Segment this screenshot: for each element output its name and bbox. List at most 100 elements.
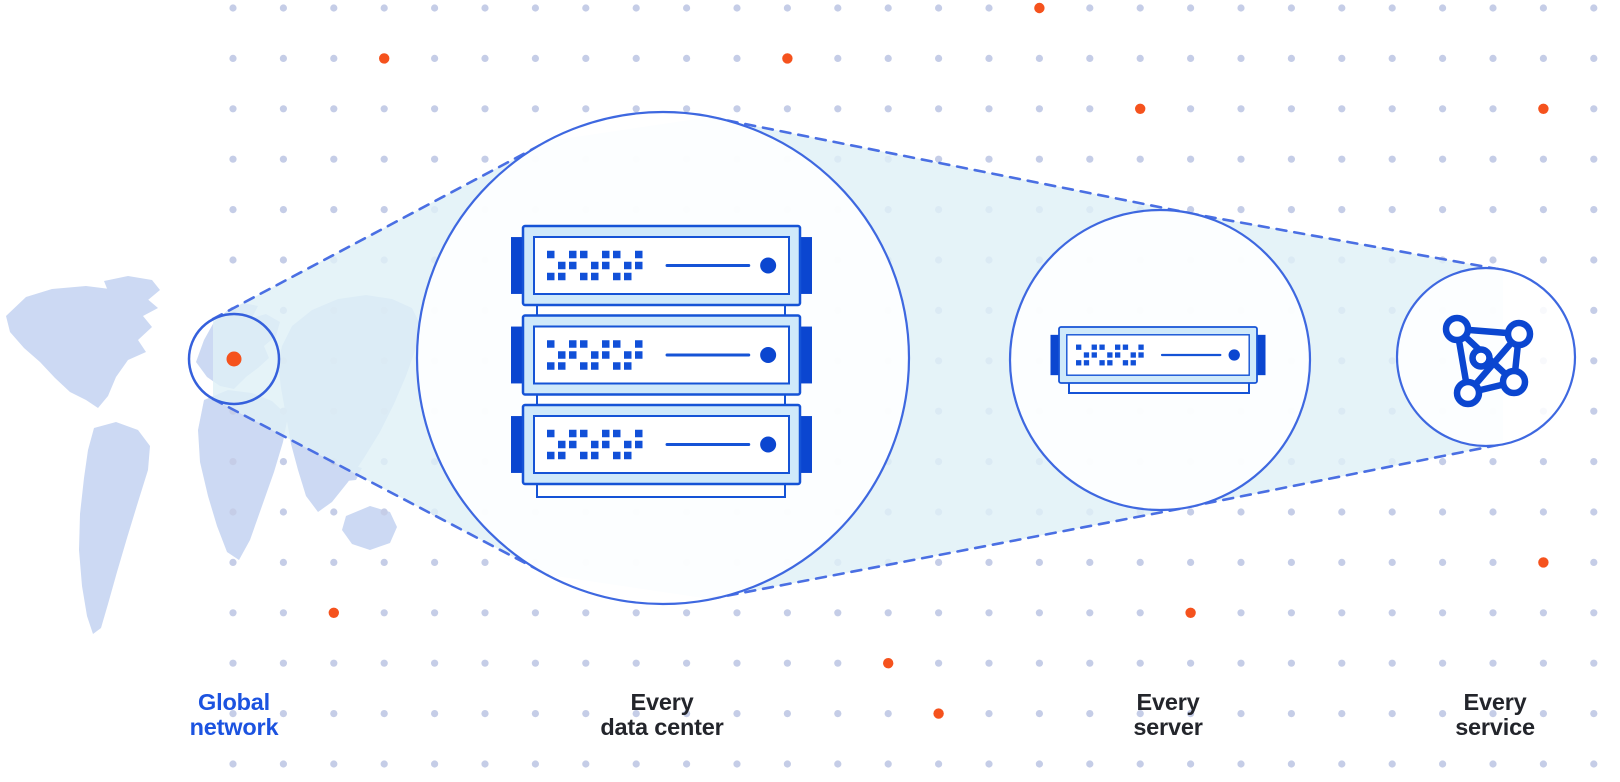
grid-dot	[1287, 105, 1295, 113]
label-global-network: Global network	[190, 690, 279, 740]
grid-dot	[1489, 609, 1497, 617]
server-rack-icon	[511, 224, 812, 498]
server-matrix-dot	[569, 440, 577, 449]
grid-dot	[380, 760, 388, 768]
grid-dot	[279, 458, 287, 466]
server-matrix-dot	[1083, 352, 1090, 358]
grid-dot	[1338, 155, 1346, 163]
grid-dot	[582, 710, 590, 718]
server-ear-right	[1256, 334, 1266, 376]
grid-dot	[1590, 256, 1598, 264]
grid-dot	[1035, 659, 1043, 667]
grid-dot	[1035, 710, 1043, 718]
grid-dot	[1388, 508, 1396, 516]
grid-dot	[1439, 54, 1447, 63]
grid-dot	[229, 508, 237, 516]
grid-dot	[1237, 155, 1245, 163]
grid-dot	[531, 609, 540, 617]
server-matrix-dot	[558, 451, 566, 460]
grid-dot	[1539, 760, 1547, 768]
grid-dot	[935, 609, 943, 617]
label-global-network-line1: Global	[198, 689, 270, 715]
grid-dot	[1086, 710, 1094, 718]
grid-dot	[1439, 508, 1447, 516]
grid-dot	[884, 609, 892, 617]
server-matrix-dot	[624, 272, 632, 281]
server-matrix-dot	[558, 440, 566, 449]
server-matrix-dot	[580, 451, 588, 460]
server-matrix-dot	[635, 340, 643, 348]
grid-dot	[582, 54, 590, 63]
grid-dot	[229, 760, 237, 768]
server-matrix-dot	[1099, 360, 1105, 366]
map-south-america	[79, 422, 150, 634]
grid-dot	[330, 206, 338, 214]
server-matrix-dot	[613, 429, 621, 438]
grid-dot	[531, 4, 540, 12]
server-ear-left	[511, 237, 524, 294]
grid-dot	[279, 508, 287, 516]
grid-dot	[1237, 4, 1245, 12]
grid-dot	[279, 760, 287, 768]
grid-dot	[1187, 155, 1195, 163]
grid-dot	[884, 760, 892, 768]
grid-dot	[1388, 609, 1396, 617]
grid-dot	[985, 558, 993, 567]
grid-dot	[279, 558, 287, 567]
grid-dot	[1439, 458, 1447, 466]
grid-dot	[229, 458, 237, 466]
grid-dot	[632, 760, 640, 768]
grid-dot	[330, 155, 338, 163]
grid-dot	[1439, 206, 1447, 214]
grid-dot	[1388, 659, 1396, 667]
server-matrix-dot	[569, 261, 577, 270]
grid-dot	[985, 155, 993, 163]
grid-dot	[1338, 659, 1346, 667]
grid-dot	[1136, 4, 1144, 12]
grid-dot-orange	[1135, 103, 1146, 115]
grid-dot	[279, 54, 287, 63]
grid-dot	[330, 760, 338, 768]
grid-dot	[1439, 558, 1447, 567]
server-matrix-dot	[1099, 344, 1105, 350]
grid-dot	[229, 155, 237, 163]
grid-dot	[1187, 558, 1195, 567]
grid-dot-orange	[1185, 607, 1196, 618]
grid-dot	[1338, 710, 1346, 718]
grid-dot	[1590, 609, 1598, 617]
grid-dot	[935, 558, 943, 567]
grid-dot	[1539, 256, 1547, 264]
grid-dot	[1590, 206, 1598, 214]
grid-dot	[834, 710, 842, 718]
server-matrix-dot	[558, 261, 566, 270]
grid-dot	[1136, 54, 1144, 63]
grid-dot	[632, 609, 640, 617]
grid-dot	[1539, 609, 1547, 617]
grid-dot	[1338, 508, 1346, 516]
grid-dot	[683, 4, 691, 12]
grid-dot	[1338, 4, 1346, 12]
mesh-node-top-left	[1442, 314, 1472, 344]
grid-dot	[1035, 155, 1043, 163]
grid-dot	[481, 54, 489, 63]
grid-dot-orange	[883, 658, 894, 669]
server-matrix-dot	[613, 451, 621, 460]
grid-dot	[330, 710, 338, 718]
grid-dot	[531, 659, 540, 667]
grid-dot	[783, 710, 792, 718]
grid-dot	[229, 558, 237, 567]
server-matrix-dot	[624, 440, 632, 449]
server-matrix-dot	[591, 272, 599, 281]
label-global-network-line2: network	[189, 714, 279, 740]
server-matrix-dot	[602, 261, 610, 270]
server-matrix-dot	[1083, 360, 1090, 366]
server-ear-right	[799, 326, 812, 384]
server-ear-right	[799, 416, 812, 473]
server-matrix-dot	[1130, 352, 1136, 358]
grid-dot-orange	[1538, 103, 1549, 115]
grid-dot	[1187, 508, 1195, 516]
grid-dot	[279, 710, 287, 718]
label-every-data-center: Every data center	[600, 690, 723, 740]
label-every-server: Every server	[1133, 690, 1203, 740]
grid-dot-orange	[782, 53, 793, 64]
